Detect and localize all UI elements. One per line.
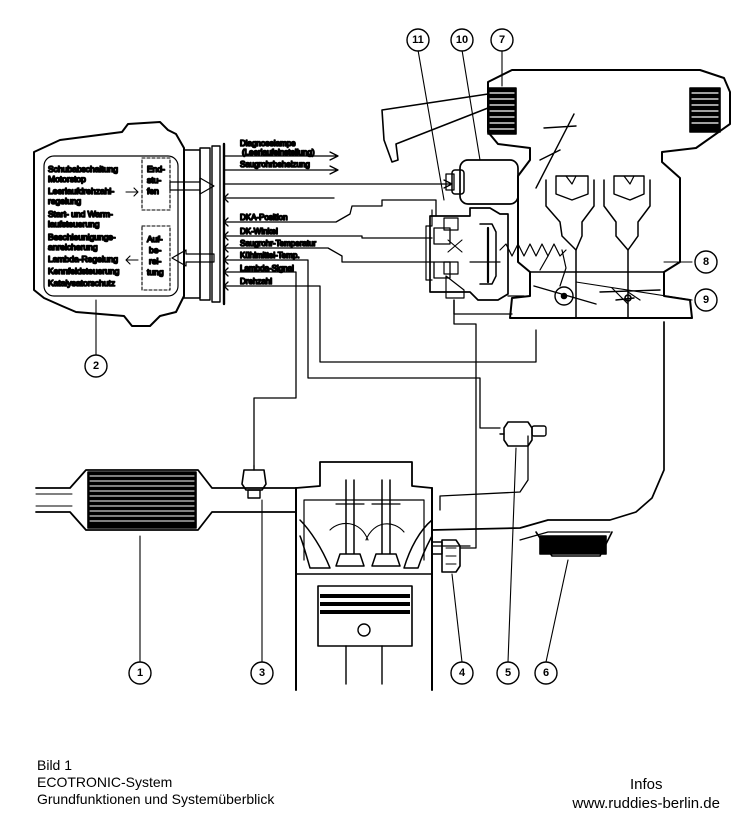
coolant-temp-label: Kühlmittel-Temp. xyxy=(240,251,300,260)
svg-text:6: 6 xyxy=(543,667,549,679)
diagnostic-lamp-label: Diagnoselampe xyxy=(240,139,296,148)
function-label: regelung xyxy=(48,196,81,206)
svg-text:fen: fen xyxy=(147,186,159,196)
callout-5: 5 xyxy=(496,661,520,685)
figure-number: Bild 1 xyxy=(37,757,73,773)
function-label: Kennfeldsteuerung xyxy=(48,266,120,276)
callout-2: 2 xyxy=(84,354,108,378)
callout-leaders xyxy=(95,49,693,663)
svg-text:10: 10 xyxy=(456,34,468,46)
svg-text:9: 9 xyxy=(703,294,709,306)
idle-adjust-label: (Leerlaufeinstellung) xyxy=(242,148,315,157)
svg-text:8: 8 xyxy=(703,256,709,268)
svg-text:2: 2 xyxy=(93,360,99,372)
output-stage-label: End- stu- fen xyxy=(146,163,166,197)
function-label: Beschleunigungs- xyxy=(48,232,116,242)
air-filter-carburettor xyxy=(381,69,731,319)
function-label: Start- und Warm- xyxy=(48,209,113,219)
engine-speed-label: Drehzahl xyxy=(240,277,272,286)
source-credit: Infos www.ruddies-berlin.de xyxy=(572,775,720,813)
svg-text:be-: be- xyxy=(149,245,161,255)
function-label: Leerlaufdrehzahl- xyxy=(48,186,114,196)
function-label: Schubabschaltung xyxy=(48,164,118,174)
callout-6: 6 xyxy=(534,661,558,685)
callout-4: 4 xyxy=(450,661,474,685)
actuator-assembly xyxy=(425,159,567,315)
figure-caption: Bild 1 ECOTRONIC-System Grundfunktionen … xyxy=(37,757,274,808)
callout-8: 8 xyxy=(694,250,718,274)
intake-manifold xyxy=(431,321,665,557)
figure-subtitle: Grundfunktionen und Systemüberblick xyxy=(37,791,275,807)
dk-angle-label: DK-Winkel xyxy=(240,227,278,236)
lambda-sensor xyxy=(241,465,267,499)
svg-text:rei-: rei- xyxy=(149,256,161,266)
svg-text:3: 3 xyxy=(259,667,265,679)
function-label: Lambda-Regelung xyxy=(48,254,118,264)
svg-text:5: 5 xyxy=(505,667,511,679)
source-website: www.ruddies-berlin.de xyxy=(572,795,720,812)
callout-10: 10 xyxy=(450,28,474,52)
exhaust-catalyst xyxy=(35,469,297,531)
callout-11: 11 xyxy=(406,28,430,52)
svg-text:stu-: stu- xyxy=(147,175,161,185)
signal-processing-label: Auf- be- rei- tung xyxy=(146,233,164,278)
dka-position-label: DKA-Position xyxy=(240,213,288,222)
figure-title: ECOTRONIC-System xyxy=(37,774,173,790)
manifold-temp-label: Saugrohr-Temperatur xyxy=(240,239,316,248)
manifold-heating-label: Saugrohrbeheizung xyxy=(240,160,310,169)
svg-text:Auf-: Auf- xyxy=(147,234,163,244)
function-label: Katalysatorschutz xyxy=(48,278,115,288)
svg-text:4: 4 xyxy=(459,667,466,679)
svg-text:7: 7 xyxy=(499,34,505,46)
callouts: 1 2 3 4 5 6 7 8 9 10 11 xyxy=(84,28,718,685)
svg-text:1: 1 xyxy=(137,667,143,679)
coolant-temperature-sensor xyxy=(431,539,461,573)
control-unit xyxy=(33,121,226,327)
callout-9: 9 xyxy=(694,288,718,312)
engine xyxy=(295,461,433,691)
function-label: laufsteuerung xyxy=(48,219,100,229)
signal-labels: Diagnoselampe (Leerlaufeinstellung) Saug… xyxy=(239,138,317,287)
svg-text:11: 11 xyxy=(412,34,424,46)
svg-text:End-: End- xyxy=(147,164,165,174)
callout-3: 3 xyxy=(250,661,274,685)
function-label: Motorstop xyxy=(48,174,86,184)
svg-text:tung: tung xyxy=(147,267,164,277)
function-label: anreicherung xyxy=(48,242,98,252)
lambda-signal-label: Lambda-Signal xyxy=(240,264,294,273)
control-unit-function-list: Schubabschaltung Motorstop Leerlaufdrehz… xyxy=(47,163,120,289)
callout-1: 1 xyxy=(128,661,152,685)
source-infos-label: Infos xyxy=(629,776,663,793)
manifold-temperature-sensor xyxy=(499,421,547,447)
callout-7: 7 xyxy=(490,28,514,52)
signal-lines xyxy=(223,151,537,549)
